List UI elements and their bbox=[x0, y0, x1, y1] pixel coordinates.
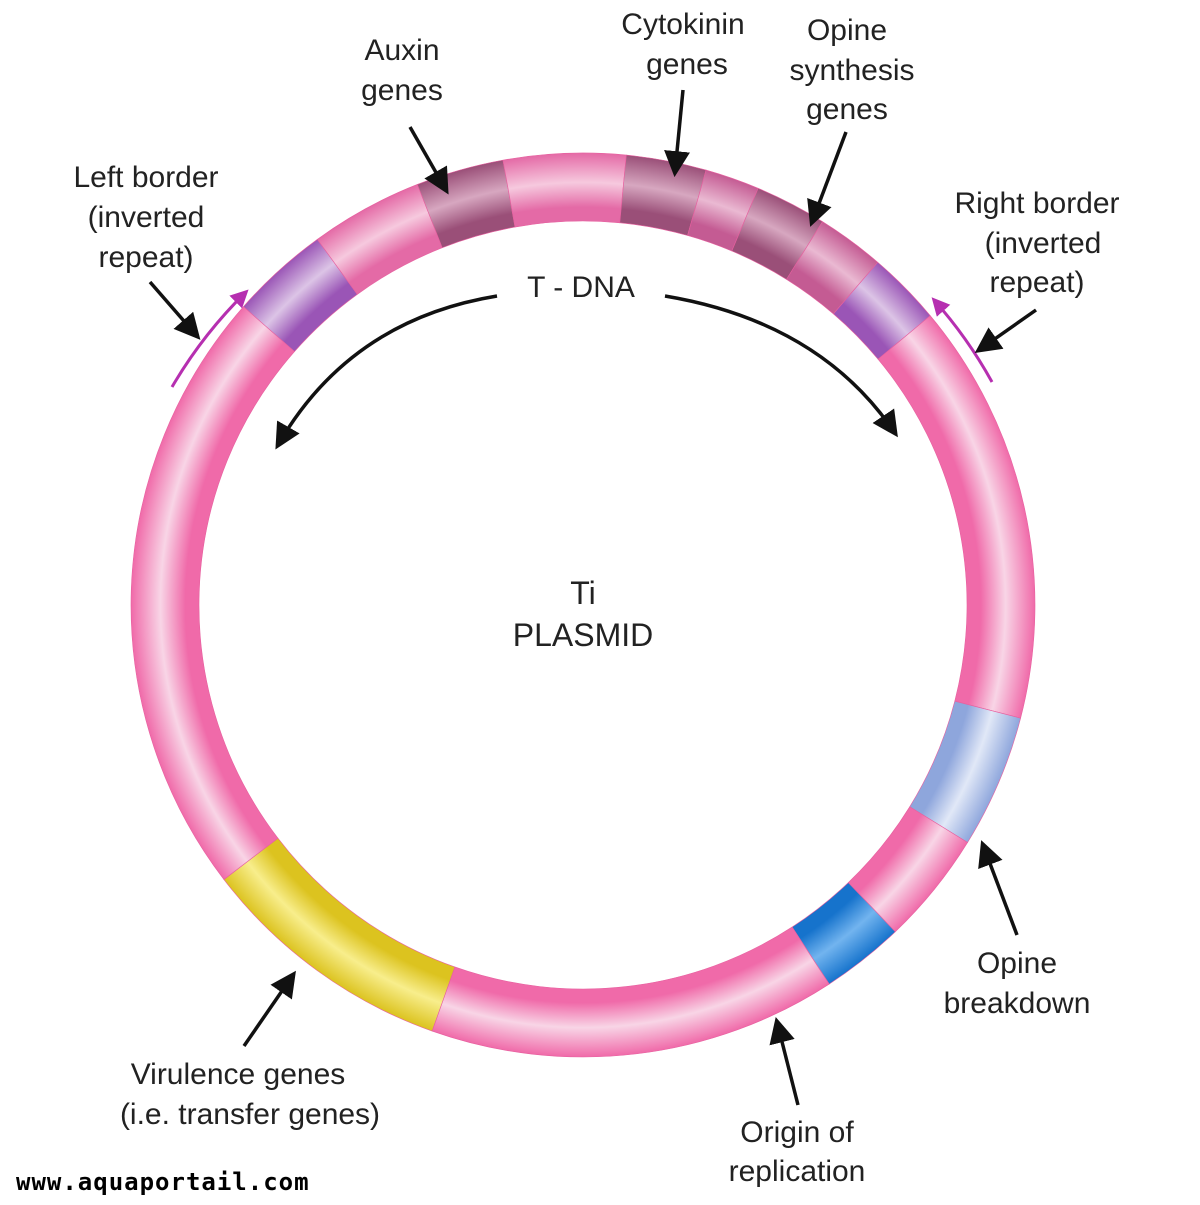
tdna-label: T - DNA bbox=[527, 271, 635, 304]
auxin-pointer bbox=[408, 126, 449, 195]
label-origin: Origin of replication bbox=[729, 1116, 866, 1188]
svg-text:Cytokinin: Cytokinin bbox=[621, 8, 744, 41]
ring-segment-left-arc bbox=[130, 306, 295, 880]
tdna-right-arc bbox=[664, 294, 898, 438]
label-right-border: Right border (inverted repeat) bbox=[954, 187, 1119, 299]
svg-text:(inverted: (inverted bbox=[88, 201, 205, 234]
watermark: www.aquaportail.com bbox=[16, 1168, 310, 1196]
label-opine-synthesis: Opine synthesis genes bbox=[789, 14, 914, 126]
svg-text:genes: genes bbox=[646, 48, 728, 81]
svg-text:(i.e. transfer genes): (i.e. transfer genes) bbox=[120, 1098, 380, 1131]
svg-text:repeat): repeat) bbox=[989, 266, 1084, 299]
svg-text:replication: replication bbox=[729, 1155, 866, 1188]
label-left-border: Left border (inverted repeat) bbox=[73, 161, 218, 274]
svg-text:Opine: Opine bbox=[977, 947, 1057, 980]
label-opine-breakdown: Opine breakdown bbox=[944, 947, 1091, 1020]
svg-text:Opine: Opine bbox=[807, 14, 887, 47]
svg-text:Origin of: Origin of bbox=[740, 1116, 854, 1149]
center-label-line1: Ti bbox=[570, 575, 595, 611]
ring-segment-right-arc bbox=[877, 315, 1036, 719]
label-cytokinin: Cytokinin genes bbox=[621, 8, 744, 81]
opine-breakdown-pointer bbox=[978, 840, 1019, 936]
svg-text:synthesis: synthesis bbox=[789, 54, 914, 87]
ring-segment-virulence bbox=[223, 837, 456, 1032]
label-auxin: Auxin genes bbox=[361, 34, 443, 107]
cytokinin-pointer bbox=[664, 89, 690, 178]
svg-text:Auxin: Auxin bbox=[364, 34, 439, 67]
svg-text:(inverted: (inverted bbox=[985, 227, 1102, 260]
svg-text:genes: genes bbox=[361, 74, 443, 107]
tdna-left-arc bbox=[275, 294, 498, 450]
svg-text:repeat): repeat) bbox=[98, 241, 193, 274]
right-border-arrow bbox=[931, 297, 994, 383]
label-virulence: Virulence genes (i.e. transfer genes) bbox=[120, 1058, 380, 1131]
pointer-arrows bbox=[148, 89, 1038, 1106]
center-label-line2: PLASMID bbox=[513, 617, 653, 653]
svg-text:genes: genes bbox=[806, 93, 888, 126]
ring-segment-auxin-2 bbox=[502, 152, 627, 228]
virulence-pointer bbox=[242, 970, 296, 1047]
svg-text:breakdown: breakdown bbox=[944, 987, 1091, 1020]
svg-text:Left border: Left border bbox=[73, 161, 218, 194]
left-border-pointer bbox=[148, 280, 201, 340]
svg-text:Virulence genes: Virulence genes bbox=[131, 1058, 346, 1091]
right-border-pointer bbox=[974, 308, 1038, 353]
opine-synthesis-pointer bbox=[807, 131, 848, 227]
ring-segment-bottom bbox=[431, 926, 830, 1058]
origin-pointer bbox=[769, 1016, 800, 1106]
svg-text:Right border: Right border bbox=[954, 187, 1119, 220]
left-border-arrow bbox=[170, 289, 249, 388]
